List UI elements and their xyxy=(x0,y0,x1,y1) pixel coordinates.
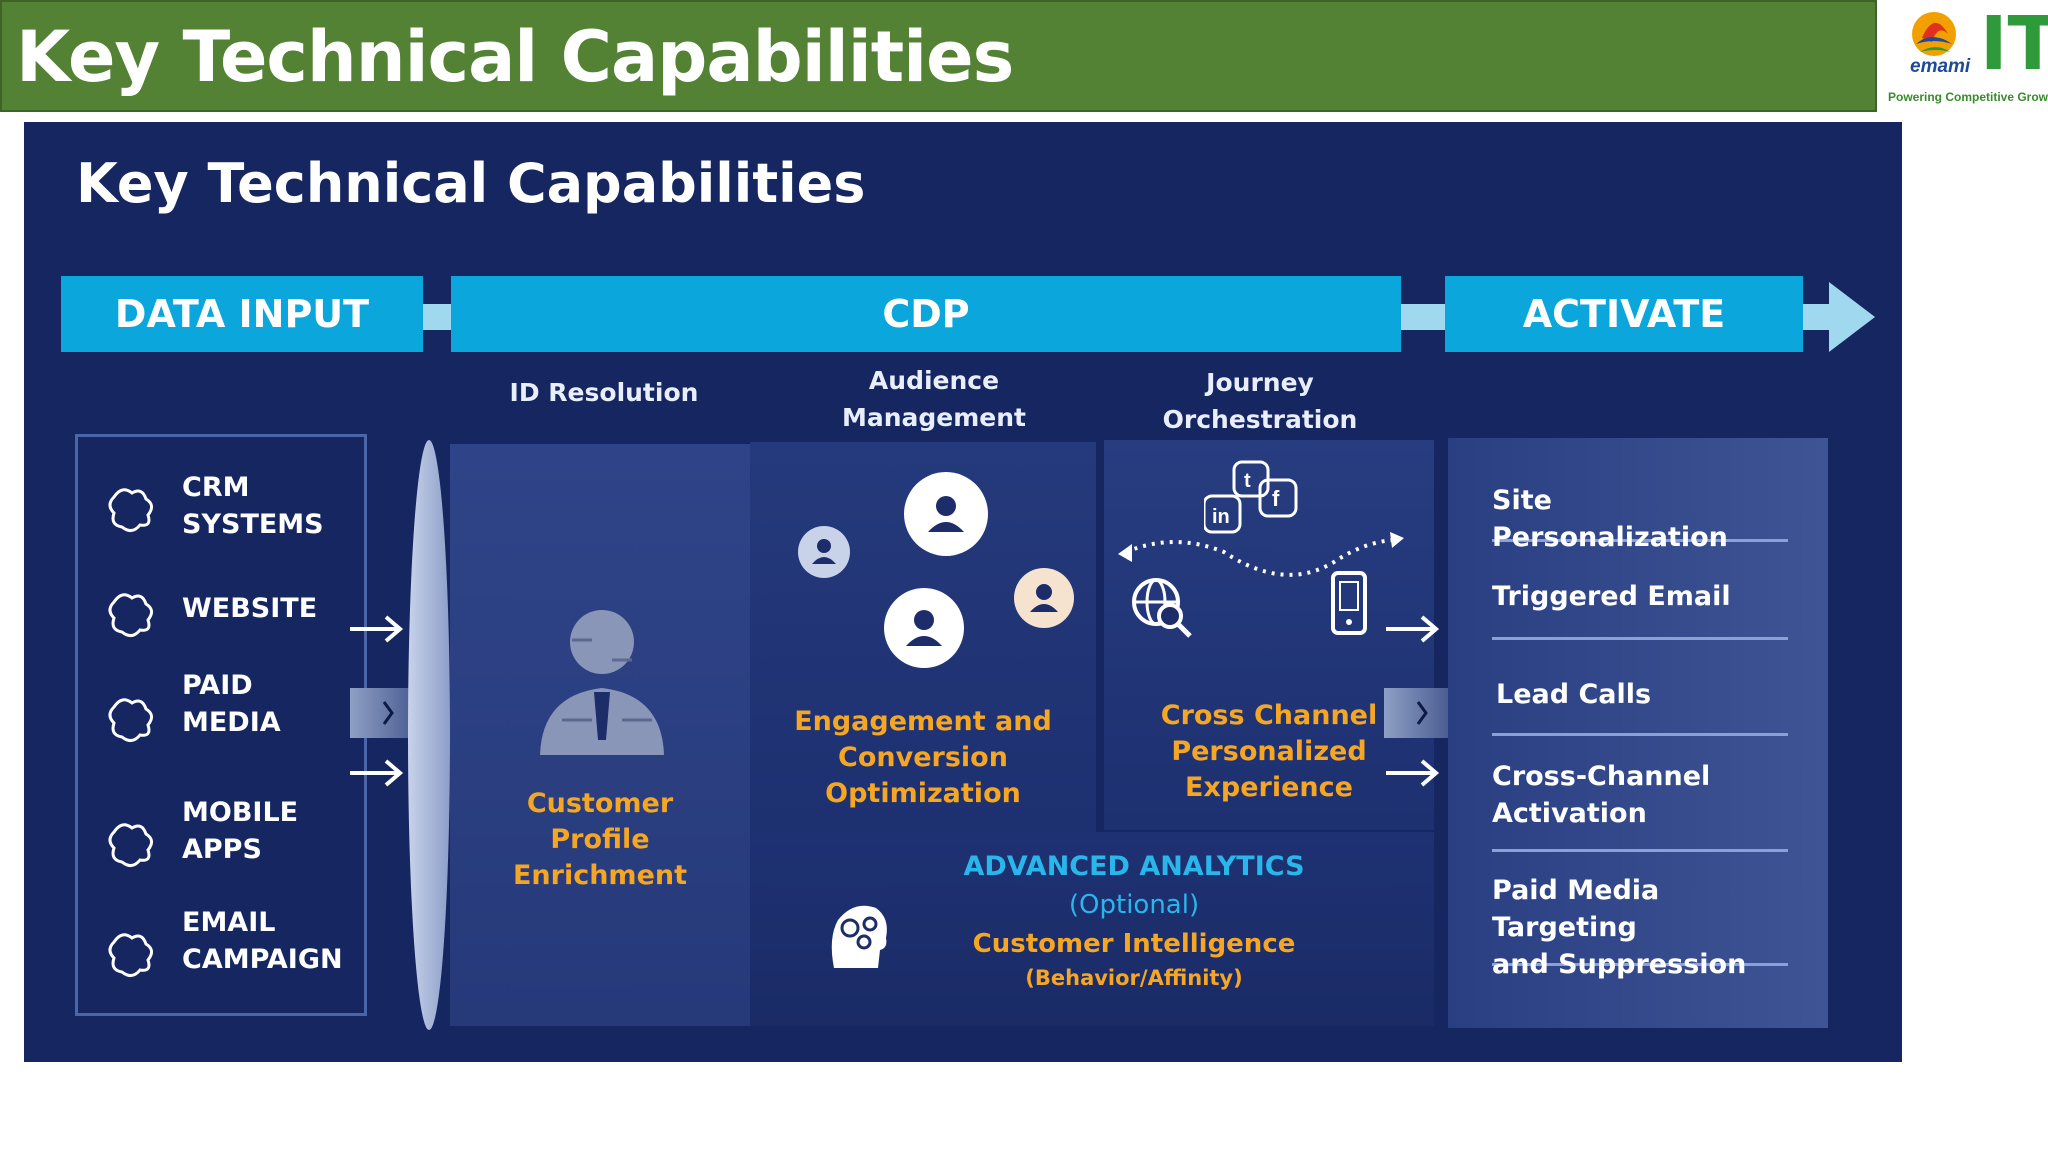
stage-arrow-icon xyxy=(1803,282,1875,352)
subhead-journey-orchestration: Journey Orchestration xyxy=(1090,364,1430,438)
source-line1: PAID xyxy=(182,670,253,701)
source-line1: CRM xyxy=(182,472,250,503)
logo-brand: emami xyxy=(1910,56,1971,77)
engagement-line3: Optimization xyxy=(825,778,1021,809)
slide-title: Key Technical Capabilities xyxy=(16,16,1014,98)
puzzle-icon xyxy=(108,698,153,742)
stage-cdp-label: CDP xyxy=(882,292,970,336)
company-logo: emami IT Powering Competitive Growth xyxy=(1880,0,2048,112)
web-search-icon xyxy=(1132,578,1192,638)
cross-channel-caption: Cross Channel Personalized Experience xyxy=(1104,698,1434,806)
analytics-optional: (Optional) xyxy=(1068,890,1200,920)
engagement-line1: Engagement and xyxy=(794,706,1052,737)
source-line1: WEBSITE xyxy=(182,593,318,624)
subhead-journey-line1: Journey xyxy=(1206,368,1314,397)
profile-caption: Customer Profile Enrichment xyxy=(450,786,750,894)
subhead-audience-line2: Management xyxy=(841,403,1027,432)
activate-item-line1: Triggered Email xyxy=(1492,581,1731,612)
activate-item: Lead Calls xyxy=(1492,676,1788,736)
diagram-title: Key Technical Capabilities xyxy=(76,152,866,215)
subhead-audience-line1: Audience xyxy=(868,366,1000,395)
profile-line2: Profile xyxy=(550,824,650,855)
profile-line3: Enrichment xyxy=(512,860,688,891)
stage-data-input: DATA INPUT xyxy=(61,276,423,352)
svg-text:f: f xyxy=(1272,486,1280,511)
engagement-caption: Engagement and Conversion Optimization xyxy=(750,704,1096,812)
source-item: EMAIL CAMPAIGN xyxy=(78,907,368,992)
puzzle-icon xyxy=(108,593,153,637)
stage-data-input-label: DATA INPUT xyxy=(114,292,370,336)
puzzle-icon xyxy=(108,488,153,532)
stage-activate-label: ACTIVATE xyxy=(1522,292,1726,336)
activate-item-line1: Cross-Channel xyxy=(1492,761,1711,792)
capabilities-diagram: Key Technical Capabilities DATA INPUT CD… xyxy=(24,122,1902,1062)
source-line1: MOBILE xyxy=(182,797,299,828)
source-label: EMAIL CAMPAIGN xyxy=(182,904,343,978)
activate-item: Triggered Email xyxy=(1492,578,1788,640)
activate-item: Site Personalization xyxy=(1492,482,1788,553)
source-line2: CAMPAIGN xyxy=(182,944,343,975)
subhead-audience-management: Audience Management xyxy=(764,362,1104,436)
stage-cdp: CDP xyxy=(451,276,1401,352)
source-label: WEBSITE xyxy=(182,590,317,627)
svg-text:in: in xyxy=(1212,506,1230,528)
source-item: WEBSITE xyxy=(78,572,368,652)
source-line2: APPS xyxy=(182,834,262,865)
puzzle-icon xyxy=(108,933,153,977)
right-arrow-icon xyxy=(1386,615,1440,643)
svg-text:t: t xyxy=(1244,470,1251,492)
social-icons: in t f xyxy=(1204,460,1298,534)
source-line2: MEDIA xyxy=(182,707,281,738)
source-line1: EMAIL xyxy=(182,907,276,938)
cross-channel-line1: Cross Channel xyxy=(1160,700,1378,731)
profile-line1: Customer xyxy=(526,788,674,819)
analytics-title: ADVANCED ANALYTICS xyxy=(963,851,1305,882)
activate-item-line2: and Suppression xyxy=(1492,949,1747,980)
source-label: PAID MEDIA xyxy=(182,667,281,741)
right-arrow-icon xyxy=(350,759,404,787)
subhead-id-resolution-text: ID Resolution xyxy=(509,378,699,407)
activate-item-line1: Paid Media Targeting xyxy=(1492,875,1660,943)
source-label: CRM SYSTEMS xyxy=(182,469,324,543)
source-line2: SYSTEMS xyxy=(182,509,324,540)
stage-connector xyxy=(1401,304,1445,330)
logo-it-mark: IT xyxy=(1980,1,2048,87)
activate-item-line1: Site Personalization xyxy=(1492,485,1728,553)
flame-logo-icon xyxy=(1912,12,1956,56)
stage-activate: ACTIVATE xyxy=(1445,276,1803,352)
right-arrow-icon xyxy=(350,615,404,643)
audience-icon xyxy=(798,472,1074,668)
source-item: MOBILE APPS xyxy=(78,797,368,882)
brain-gears-icon xyxy=(831,905,887,968)
analytics-caption: ADVANCED ANALYTICS (Optional) Customer I… xyxy=(924,848,1344,992)
slide-title-bar: Key Technical Capabilities xyxy=(0,0,1877,112)
activate-item: Paid Media Targeting and Suppression xyxy=(1492,872,1788,980)
activate-item-line1: Lead Calls xyxy=(1496,679,1652,710)
source-label: MOBILE APPS xyxy=(182,794,298,868)
source-item: PAID MEDIA xyxy=(78,670,368,757)
activate-item-line2: Activation xyxy=(1492,798,1647,829)
cross-channel-line3: Experience xyxy=(1185,772,1353,803)
subhead-id-resolution: ID Resolution xyxy=(454,374,754,411)
right-arrow-icon xyxy=(1386,759,1440,787)
source-item: CRM SYSTEMS xyxy=(78,467,368,547)
id-resolution-lens xyxy=(408,440,450,1030)
puzzle-person-icon xyxy=(540,610,664,755)
journey-path-icon xyxy=(1118,532,1404,577)
mobile-phone-icon xyxy=(1331,571,1367,635)
cross-channel-block xyxy=(1104,440,1434,830)
logo-tagline: Powering Competitive Growth xyxy=(1888,90,2048,104)
puzzle-icon xyxy=(108,823,153,867)
cross-channel-line2: Personalized xyxy=(1171,736,1367,767)
engagement-line2: Conversion xyxy=(838,742,1008,773)
subhead-journey-line2: Orchestration xyxy=(1162,405,1358,434)
analytics-intel: Customer Intelligence xyxy=(972,929,1296,959)
stage-connector xyxy=(423,304,451,330)
analytics-sub: (Behavior/Affinity) xyxy=(1025,966,1243,990)
